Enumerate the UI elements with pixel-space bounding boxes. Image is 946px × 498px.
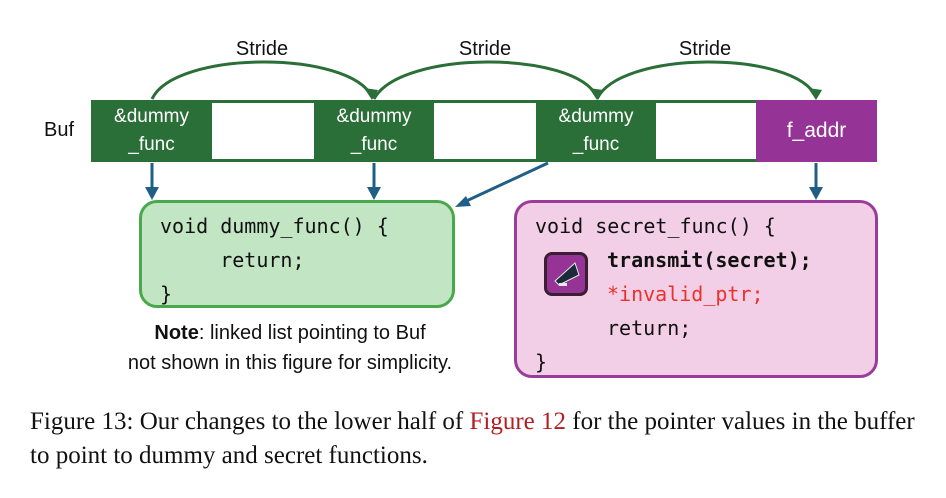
figure-12-link[interactable]: Figure 12: [469, 408, 566, 435]
megaphone-icon: [544, 252, 588, 296]
stride-label-1: Stride: [235, 38, 289, 60]
note-bold: Note: [154, 322, 199, 344]
buffer-cell-dummy-3: &dummy_func: [536, 100, 656, 162]
code-line-return: return;: [607, 316, 692, 340]
stride-arrowhead-1: [364, 88, 378, 100]
stride-arrowhead-2: [589, 88, 603, 100]
buffer-cell-dummy-2: &dummy_func: [314, 100, 434, 162]
buffer-cell-f-addr: f_addr: [756, 100, 877, 162]
code-line: void secret_func() {: [535, 214, 776, 238]
code-line: return;: [160, 248, 305, 272]
code-line-invalid-ptr: *invalid_ptr;: [607, 282, 764, 306]
note-text: Note: linked list pointing to Buf not sh…: [127, 322, 453, 374]
buffer-cell-empty-1: [212, 100, 314, 162]
stride-arc-2: [372, 60, 599, 100]
pointer-arrow-3: [461, 161, 549, 205]
stride-arc-1: [150, 60, 374, 100]
dummy-func-box: void dummy_func() { return; }: [139, 200, 455, 308]
code-line-close: }: [535, 350, 548, 374]
buffer-cell-empty-3: [656, 100, 756, 162]
stride-label-3: Stride: [678, 38, 732, 60]
stride-arrowhead-3: [808, 88, 822, 100]
code-line: void dummy_func() {: [160, 214, 389, 238]
buffer-cell-dummy-1: &dummy_func: [91, 100, 212, 162]
stride-label-2: Stride: [458, 38, 512, 60]
figure-caption: Figure 13: Our changes to the lower half…: [30, 408, 915, 469]
buffer-label: Buf: [44, 119, 75, 141]
stride-arc-3: [595, 60, 818, 100]
code-line-transmit: transmit(secret);: [607, 248, 812, 272]
buffer-cell-empty-2: [434, 100, 536, 162]
code-line: }: [160, 282, 173, 306]
